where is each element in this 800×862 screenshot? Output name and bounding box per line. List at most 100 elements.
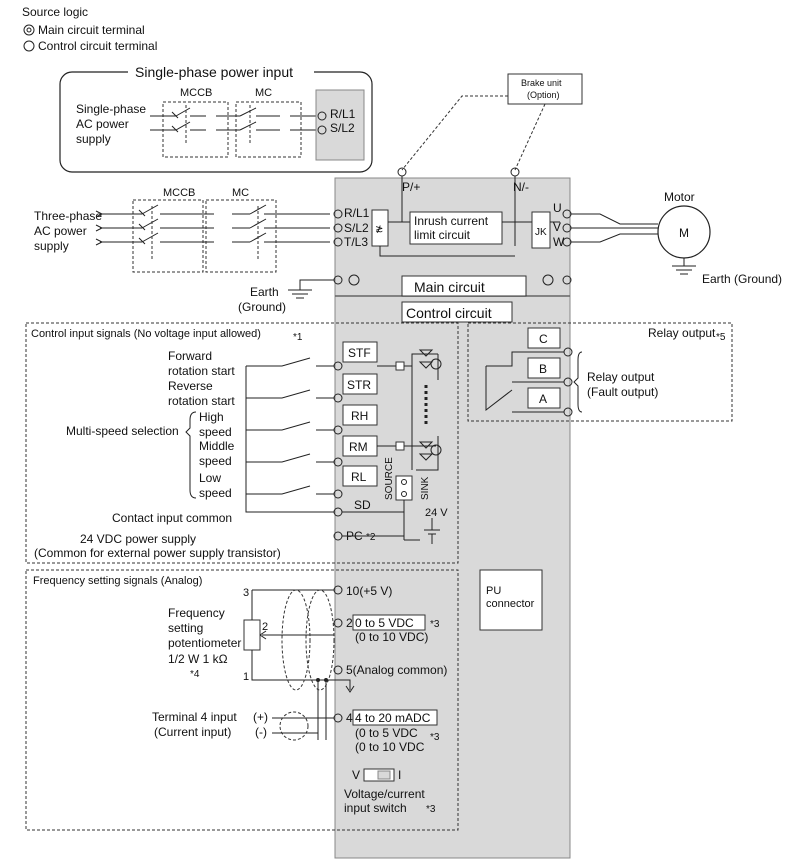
terminal-rm: RM <box>349 440 368 454</box>
terminal-2-range: 0 to 5 VDC <box>355 616 414 630</box>
pot-label-1: Frequency <box>168 606 225 620</box>
pu-connector: PU connector <box>479 569 543 631</box>
main-circuit-label: Main circuit <box>414 279 485 295</box>
terminal4-label-1: Terminal 4 input <box>152 710 237 724</box>
relay-output: Relay output *5 C B A Relay output (Faul… <box>467 322 733 422</box>
terminal-4-range: 4 to 20 mADC <box>355 711 431 725</box>
earth-left-2: (Ground) <box>238 300 286 314</box>
inrush-label-2: limit circuit <box>414 228 471 242</box>
relay-frame <box>467 322 733 422</box>
single-phase-box: Single-phase power input Single-phase AC… <box>59 64 373 173</box>
terminal-10: 10(+5 V) <box>346 584 392 598</box>
terminal4-minus: (-) <box>255 725 267 739</box>
svg-text:JK: JK <box>535 227 547 238</box>
high-label-1: High <box>199 410 224 424</box>
legend-title: Source logic <box>22 5 88 19</box>
terminal-w: W <box>553 235 565 249</box>
pot-pin2: 2 <box>262 621 268 633</box>
single-phase-supply-2: AC power <box>76 117 129 131</box>
control-circuit-box <box>401 301 513 323</box>
v24-label: 24 V <box>425 507 448 519</box>
single-phase-title: Single-phase power input <box>135 64 293 80</box>
terminal-2-range2: (0 to 10 VDC) <box>355 630 428 644</box>
terminal-t: T/L3 <box>344 235 368 249</box>
three-phase-mc-label: MC <box>232 187 249 199</box>
terminal-2: 2 <box>346 616 353 630</box>
contact-common-label: Contact input common <box>112 511 232 525</box>
motor-earth-label: Earth (Ground) <box>702 272 782 286</box>
single-phase-supply-1: Single-phase <box>76 102 146 116</box>
high-label-2: speed <box>199 425 232 439</box>
single-phase-t2: S/L2 <box>330 121 355 135</box>
svg-text:≵: ≵ <box>375 224 383 235</box>
middle-label-2: speed <box>199 454 232 468</box>
control-circuit-label: Control circuit <box>406 305 492 321</box>
low-label-1: Low <box>199 471 221 485</box>
pot-label-2: setting <box>168 621 203 635</box>
terminal-rh: RH <box>351 409 368 423</box>
three-phase-mc-box <box>205 199 277 273</box>
motor: Motor M Earth (Ground) <box>571 190 782 286</box>
brake-unit-box <box>507 73 583 105</box>
terminal-n: N/- <box>513 180 529 194</box>
middle-label-1: Middle <box>199 439 235 453</box>
three-phase-supply-2: AC power <box>34 224 87 238</box>
single-phase-mccb-label: MCCB <box>180 87 212 99</box>
potentiometer-icon <box>243 619 261 651</box>
pot-note: *4 <box>190 669 200 680</box>
single-phase-mc-label: MC <box>255 87 272 99</box>
terminal-4-range2: (0 to 5 VDC <box>355 726 418 740</box>
relay-c: C <box>539 332 548 346</box>
frequency-frame <box>25 569 459 831</box>
switch-note: *3 <box>426 804 436 815</box>
three-phase-mccb-label: MCCB <box>163 187 195 199</box>
single-phase-t1: R/L1 <box>330 107 356 121</box>
legend: Source logic Main circuit terminal Contr… <box>22 5 157 53</box>
terminal-v: V <box>553 220 561 234</box>
source-label: SOURCE <box>384 457 395 500</box>
inrush-box <box>409 211 503 245</box>
frequency-title: Frequency setting signals (Analog) <box>33 575 202 587</box>
terminal-2-note: *3 <box>430 619 440 630</box>
switch-label-2: input switch <box>344 801 407 815</box>
pc-note: *2 <box>366 532 376 543</box>
earth-terminals: Earth (Ground) Main circuit <box>238 274 572 314</box>
terminal-4-range3: (0 to 10 VDC <box>355 740 425 754</box>
main-terminal-symbol-icon <box>23 24 35 36</box>
control-inputs-title: Control input signals (No voltage input … <box>31 328 261 340</box>
brake-unit-label: Brake unit <box>521 78 562 88</box>
brake-unit: Brake unit (Option) <box>401 73 583 171</box>
pot-pin1: 1 <box>243 671 249 683</box>
three-phase-supply-3: supply <box>34 239 69 253</box>
terminal-p: P/+ <box>402 180 420 194</box>
pu-label-1: PU <box>486 585 501 597</box>
reverse-label-2: rotation start <box>168 394 235 408</box>
pc-label-2: (Common for external power supply transi… <box>34 546 281 560</box>
switch-i-label: I <box>398 768 401 782</box>
pot-pin3: 3 <box>243 587 249 599</box>
inverter-module-box <box>531 211 551 249</box>
single-phase-terminal-block <box>315 89 365 161</box>
legend-control: Control circuit terminal <box>38 39 157 53</box>
terminal-stf: STF <box>348 346 371 360</box>
legend-main: Main circuit terminal <box>38 23 145 37</box>
control-inputs: Control input signals (No voltage input … <box>25 322 459 564</box>
inrush-label-1: Inrush current <box>414 214 489 228</box>
relay-desc-2: (Fault output) <box>587 385 658 399</box>
forward-label-2: rotation start <box>168 364 235 378</box>
terminal-rl: RL <box>351 470 367 484</box>
pot-label-4: 1/2 W 1 kΩ <box>168 652 228 666</box>
terminal-sd: SD <box>354 498 371 512</box>
terminal-str: STR <box>347 378 371 392</box>
main-power-path: ≵ Inrush current limit circuit JK U V W <box>371 176 572 257</box>
frequency-setting: Frequency setting signals (Analog) Frequ… <box>25 569 459 831</box>
control-terminal-symbol-icon <box>23 40 35 52</box>
relay-a: A <box>539 392 547 406</box>
terminal-u: U <box>553 201 562 215</box>
control-inputs-note: *1 <box>293 332 303 343</box>
relay-title: Relay output <box>648 326 716 340</box>
terminal4-plus: (+) <box>253 710 268 724</box>
forward-label-1: Forward <box>168 349 212 363</box>
relay-b: B <box>539 362 547 376</box>
